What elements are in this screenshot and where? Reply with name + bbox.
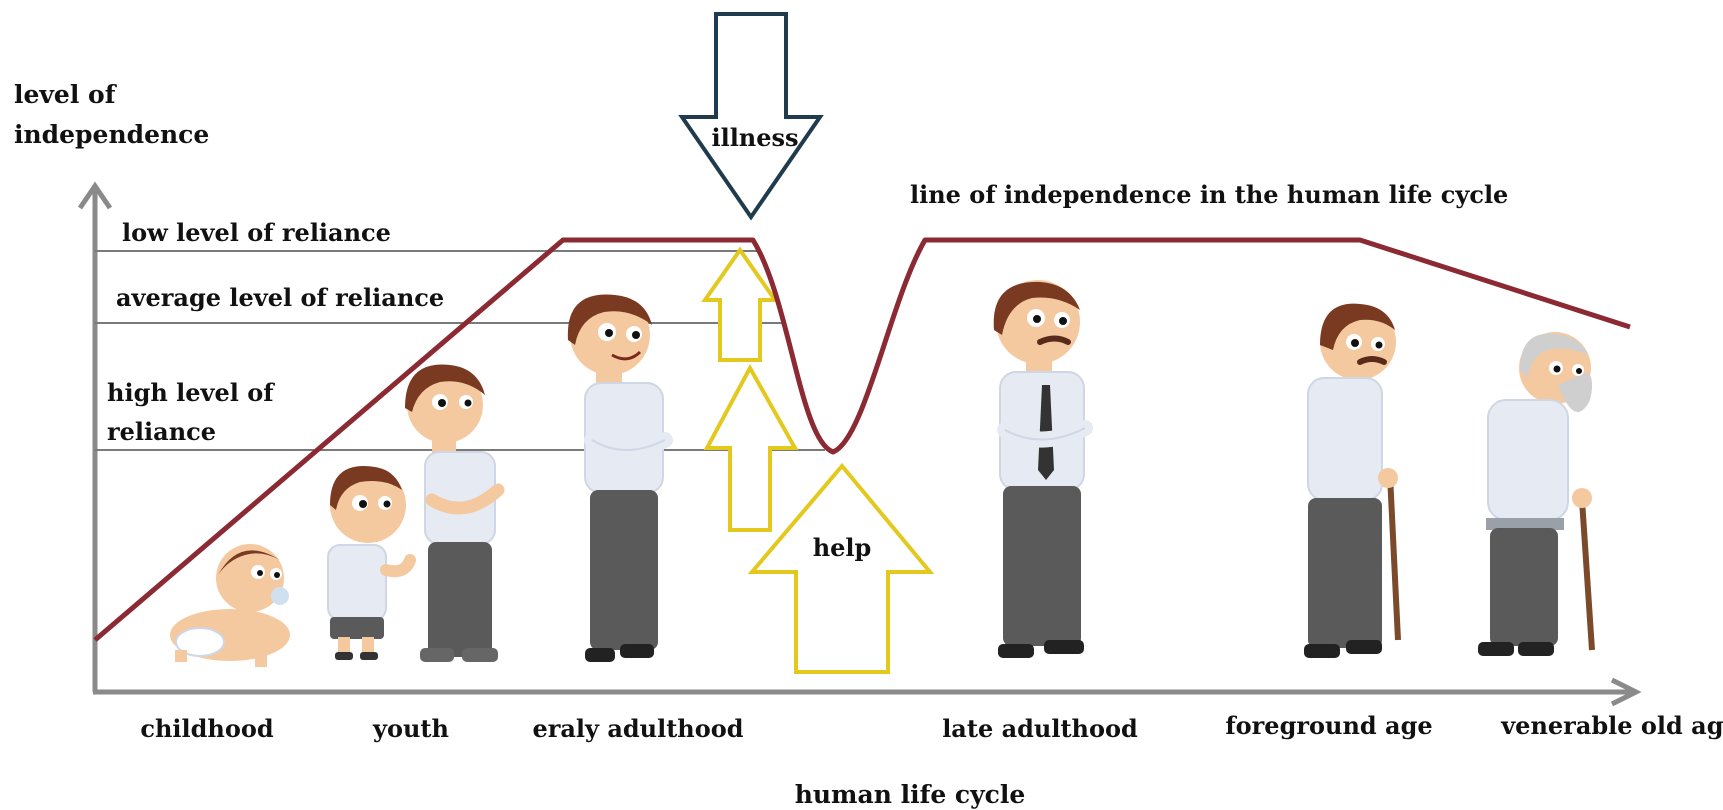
curve-label: line of independence in the human life c… [910,180,1508,209]
stage-label-venerable-old-age: venerable old age [1500,711,1723,740]
independence-curve [93,237,1631,642]
stage-label-youth: youth [372,714,449,743]
reliance-level-lines [95,250,825,451]
late-adult-figure [993,280,1093,658]
help-arrow-small [701,246,779,362]
elderly-figure [1478,332,1595,656]
y-axis-label-line2: independence [14,120,209,149]
baby-figure [170,544,290,667]
illness-arrow [678,12,824,221]
people-illustrations [170,280,1595,667]
stage-label-childhood: childhood [140,714,274,743]
high-reliance-label-line2: reliance [107,417,216,446]
low-reliance-label: low level of reliance [122,218,391,247]
axes [77,181,1642,707]
y-axis-label-line1: level of [14,80,118,109]
early-adult-figure [567,294,673,662]
child-figure [327,466,416,660]
labels: level of independence illness line of in… [14,80,1723,809]
stage-label-early-adulthood: eraly adulthood [532,714,743,743]
help-label: help [813,533,872,562]
illness-label: illness [711,123,798,152]
average-reliance-label: average level of reliance [116,283,444,312]
older-adult-figure [1304,303,1401,658]
y-axis-arrowhead [77,181,113,210]
teen-figure [405,364,505,662]
help-arrow-large [747,462,935,674]
stage-label-foreground-age: foreground age [1225,711,1432,740]
x-axis-arrowhead [1610,677,1642,707]
stage-label-late-adulthood: late adulthood [942,714,1138,743]
help-arrow-medium [703,363,799,532]
help-arrows [701,246,935,674]
high-reliance-label-line1: high level of [107,378,275,407]
x-axis-label: human life cycle [795,780,1026,809]
